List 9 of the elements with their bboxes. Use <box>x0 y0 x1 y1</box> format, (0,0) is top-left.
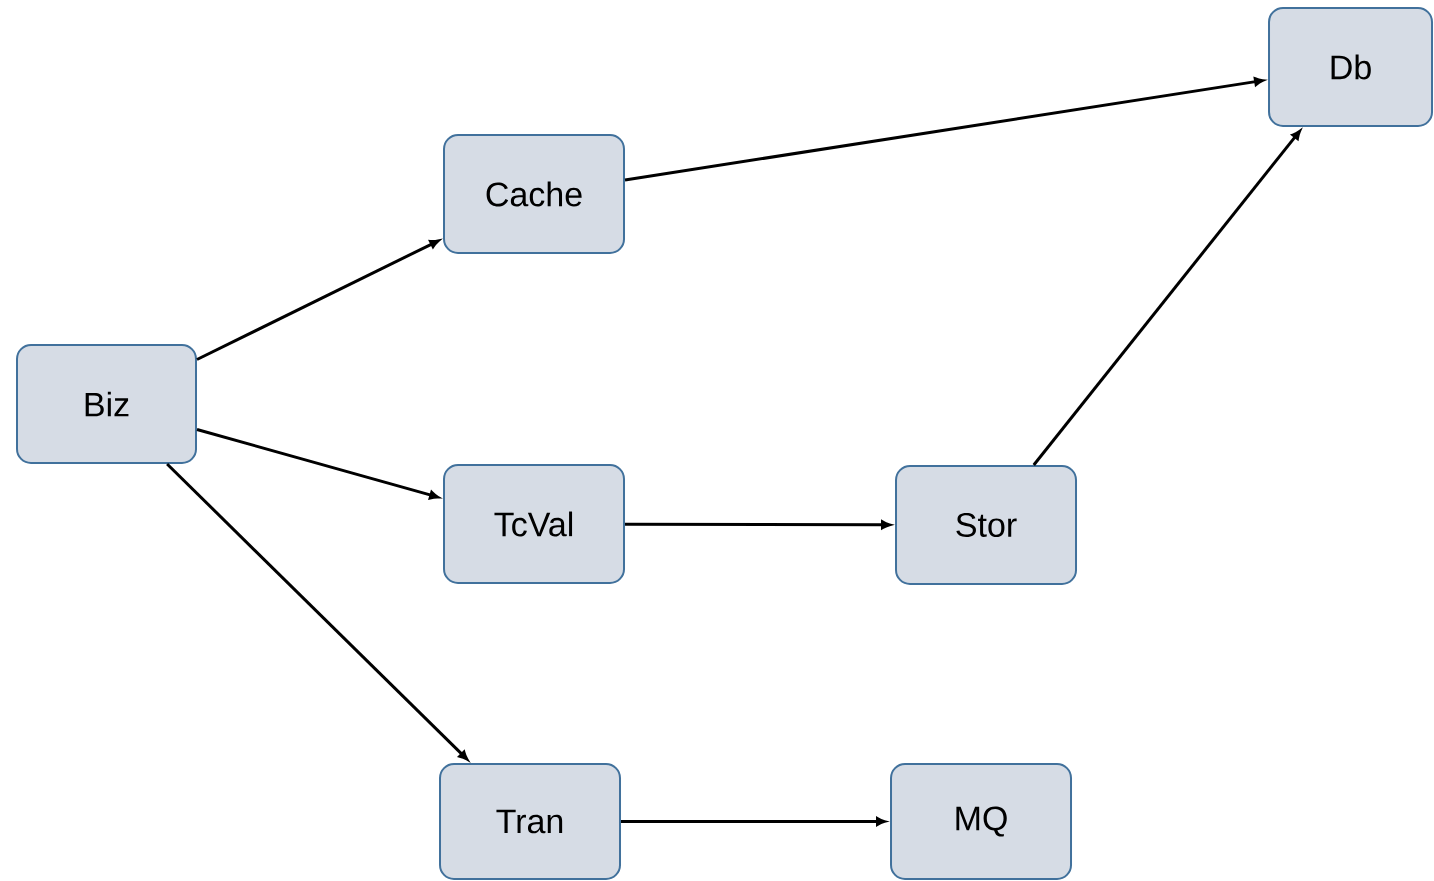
process-box: Tran <box>439 763 621 880</box>
process-box: TcVal <box>443 464 625 584</box>
process-box: MQ <box>890 763 1072 880</box>
arrow <box>196 239 440 361</box>
process-box: Db <box>1268 7 1433 127</box>
arrow <box>1032 129 1301 466</box>
process-box: Biz <box>16 344 197 464</box>
process-box: Stor <box>895 465 1077 585</box>
process-box: Cache <box>443 134 625 254</box>
